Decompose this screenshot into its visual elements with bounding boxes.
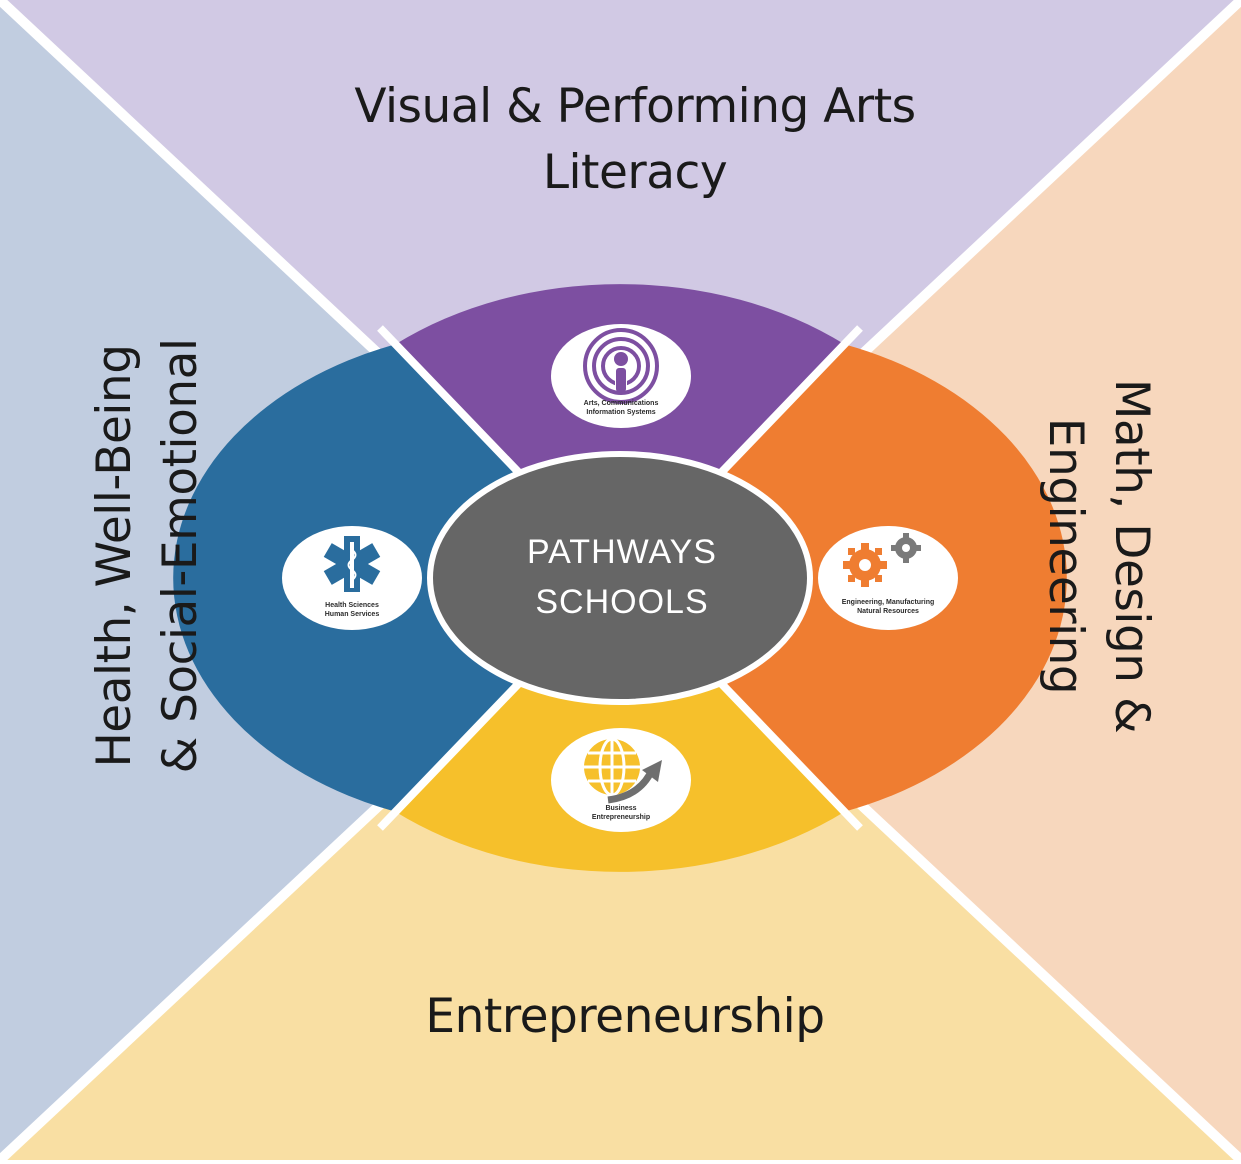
center-title-line-2: SCHOOLS xyxy=(462,583,782,622)
badge-caption-arts: Arts, Communications Information Systems xyxy=(571,399,671,417)
badge-caption-line: Human Services xyxy=(302,610,402,619)
quadrant-label-line: & Social-Emotional xyxy=(148,276,214,836)
badge-caption-line: Natural Resources xyxy=(832,607,944,616)
quadrant-label-line: Entrepreneurship xyxy=(225,984,1025,1050)
badge-caption-line: Engineering, Manufacturing xyxy=(832,598,944,607)
badge-caption-line: Arts, Communications xyxy=(571,399,671,408)
center-title-line-1: PATHWAYS xyxy=(462,533,782,572)
quadrant-label-line: Visual & Performing Arts xyxy=(235,74,1035,140)
center-ellipse xyxy=(430,454,810,702)
quadrant-label-line: Health, Well-Being xyxy=(82,276,148,836)
badge-caption-line: Health Sciences xyxy=(302,601,402,610)
badge-caption-business: Business Entrepreneurship xyxy=(571,804,671,822)
badge-caption-line: Business xyxy=(571,804,671,813)
broadcast-person-icon xyxy=(585,330,657,402)
quadrant-label-line: Math, Design & xyxy=(1098,346,1164,766)
quadrant-label-line: Literacy xyxy=(235,140,1035,206)
quadrant-label-top: Visual & Performing Arts Literacy xyxy=(235,74,1035,206)
quadrant-label-bottom: Entrepreneurship xyxy=(225,984,1025,1050)
quadrant-label-left: Health, Well-Being & Social-Emotional xyxy=(82,276,214,836)
quadrant-label-right: Math, Design & Engineering xyxy=(1032,346,1164,766)
quadrant-label-line: Engineering xyxy=(1032,346,1098,766)
badge-caption-line: Information Systems xyxy=(571,408,671,417)
badge-caption-health: Health Sciences Human Services xyxy=(302,601,402,619)
badge-caption-engineering: Engineering, Manufacturing Natural Resou… xyxy=(832,598,944,616)
badge-caption-line: Entrepreneurship xyxy=(571,813,671,822)
